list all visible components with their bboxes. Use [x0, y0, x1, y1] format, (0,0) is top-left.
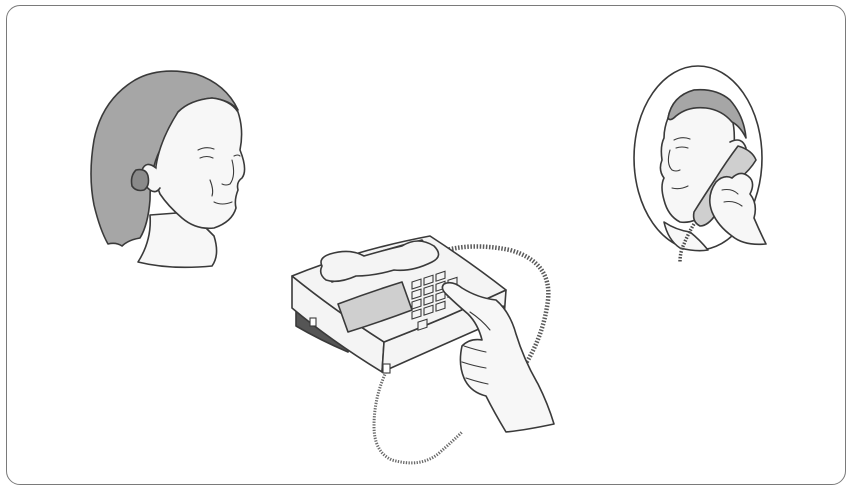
- phone-side-socket: [310, 318, 316, 326]
- dialing-hand: [442, 283, 554, 432]
- man-on-handset-icon: [634, 66, 766, 262]
- headset-earpiece: [132, 170, 149, 191]
- woman-with-headset-icon: [91, 71, 245, 267]
- desk-phone-icon: [292, 236, 554, 463]
- phone-line-socket: [383, 364, 390, 373]
- phone-line-cord: [374, 372, 462, 463]
